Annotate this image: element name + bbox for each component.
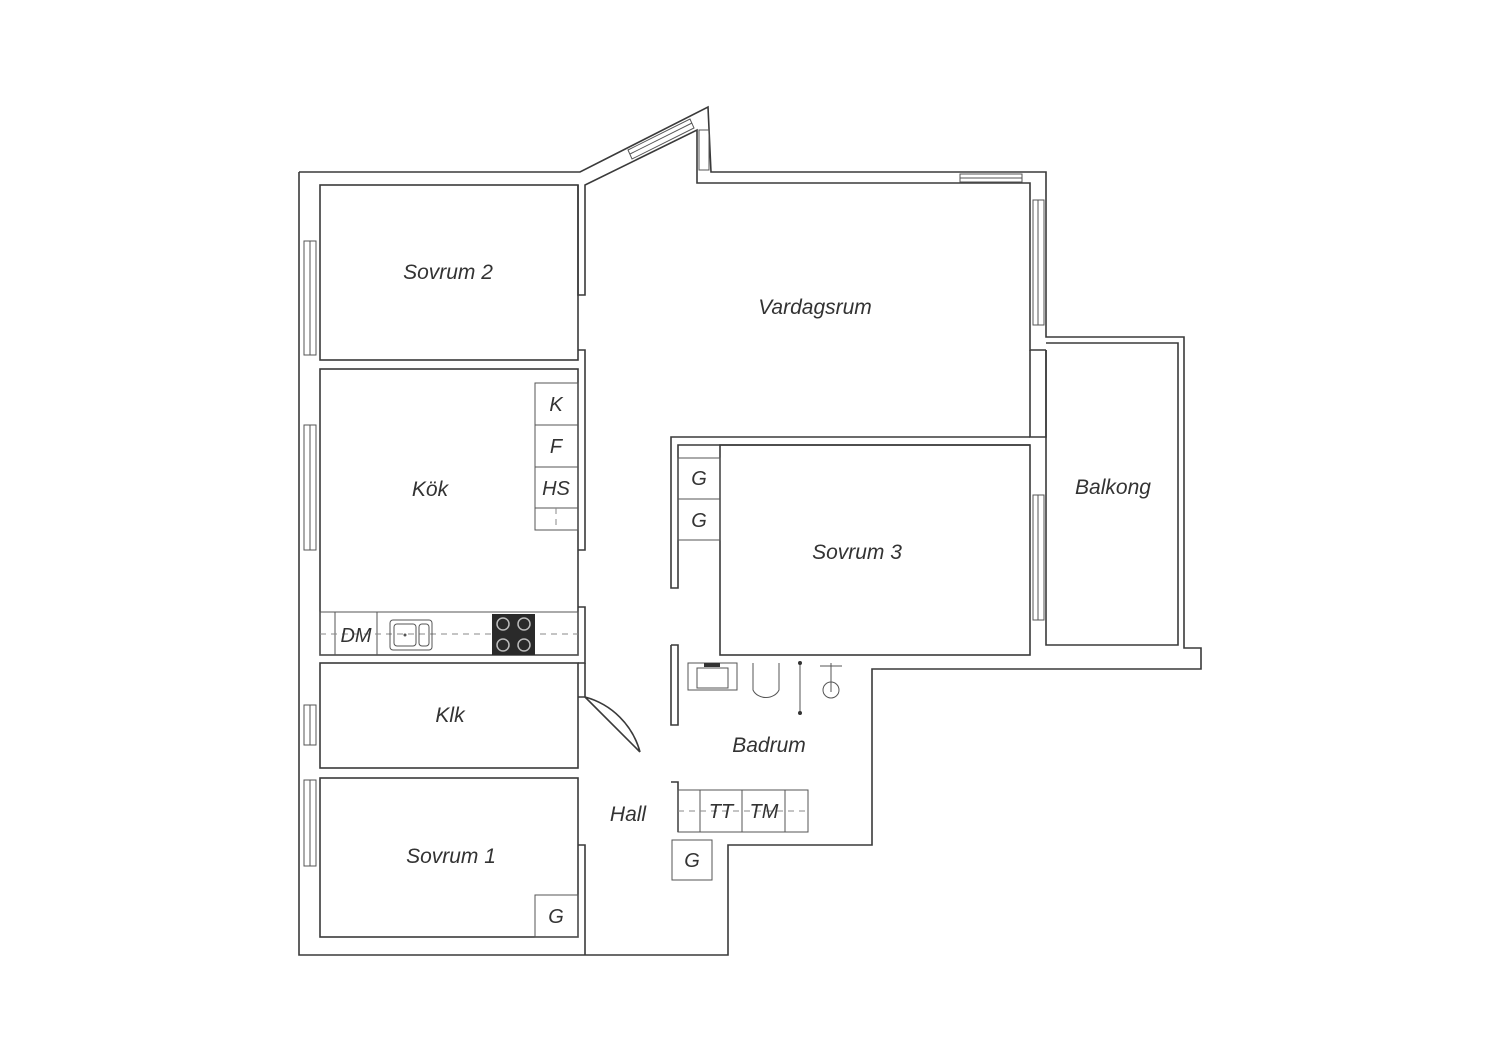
label-balkong: Balkong xyxy=(1075,476,1151,499)
label-k: K xyxy=(549,394,564,416)
kitchen-cabinets xyxy=(319,382,579,656)
wardrobe-hall xyxy=(671,839,713,881)
washbasin-icon xyxy=(687,662,738,691)
label-klk: Klk xyxy=(435,704,466,727)
wall-living-balcony xyxy=(1029,350,1047,438)
label-tm: TM xyxy=(750,801,779,823)
room-sovrum-3 xyxy=(719,444,1031,656)
label-hs: HS xyxy=(542,478,570,500)
wall-kitchen-right-low xyxy=(578,606,586,664)
stove-icon xyxy=(492,614,535,655)
wall-sovrum2-door xyxy=(577,128,1046,351)
door-swing-klk xyxy=(584,696,641,753)
wall-sovrum1-right xyxy=(578,844,586,955)
label-kok: Kök xyxy=(412,478,450,501)
balcony-rail xyxy=(1045,342,1179,646)
wall-kitchen-right xyxy=(578,349,586,551)
label-sovrum-3: Sovrum 3 xyxy=(812,541,902,564)
bathroom-fixtures xyxy=(687,661,842,715)
room-badrum xyxy=(670,644,679,726)
label-g: G xyxy=(691,510,707,532)
window-icon xyxy=(627,118,695,160)
label-g: G xyxy=(691,468,707,490)
wardrobe-sovrum1 xyxy=(534,894,579,938)
window-icon xyxy=(698,129,710,171)
label-dm: DM xyxy=(340,625,371,647)
label-sovrum-1: Sovrum 1 xyxy=(406,845,496,868)
label-g: G xyxy=(548,906,564,928)
outer-wall xyxy=(298,105,1202,956)
label-hall: Hall xyxy=(610,803,648,826)
label-g: G xyxy=(684,850,700,872)
toilet-icon xyxy=(752,663,780,698)
sink-icon xyxy=(389,619,433,651)
wall-hall-east xyxy=(671,781,679,832)
label-tt: TT xyxy=(709,801,735,823)
label-sovrum-2: Sovrum 2 xyxy=(403,261,493,284)
windows xyxy=(303,118,1045,867)
wall-klk-right xyxy=(578,663,586,698)
wall-sovrum3 xyxy=(670,436,1030,589)
room-klk xyxy=(319,662,579,769)
label-badrum: Badrum xyxy=(732,734,806,757)
room-sovrum-1 xyxy=(319,777,579,938)
label-f: F xyxy=(550,436,564,458)
label-vardagsrum: Vardagsrum xyxy=(758,296,872,319)
